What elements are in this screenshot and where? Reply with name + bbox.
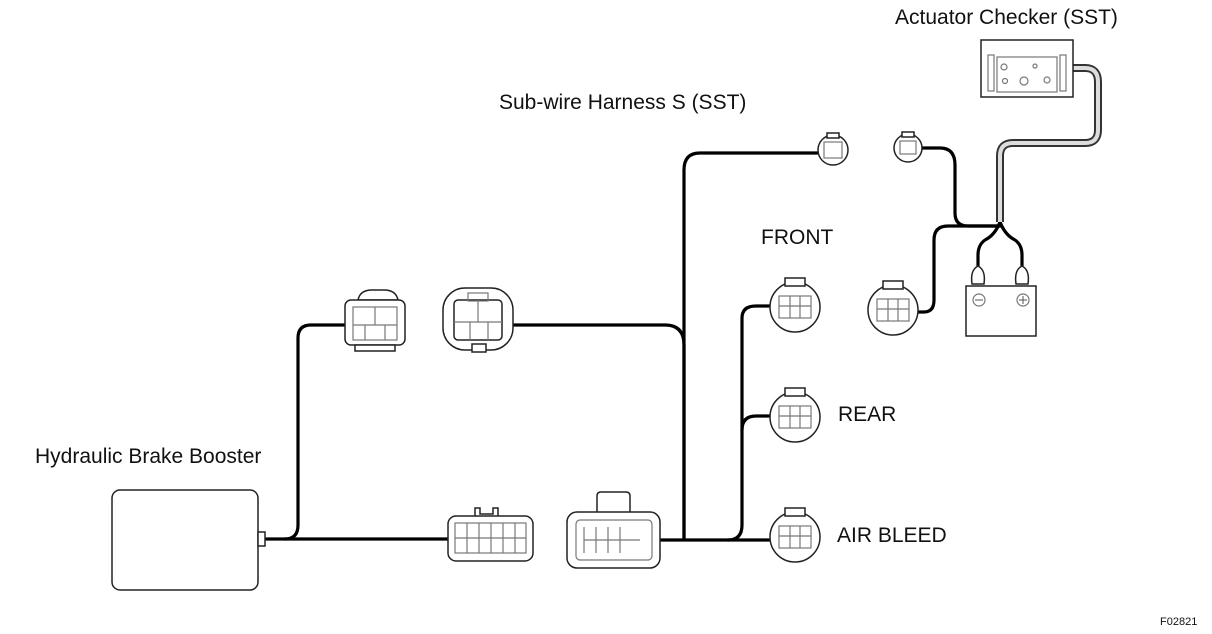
battery — [965, 265, 1037, 337]
wire-battery-connector — [910, 224, 1002, 314]
hydraulic-brake-booster — [111, 489, 266, 591]
front-connector — [769, 277, 821, 333]
front-label: FRONT — [761, 226, 834, 249]
sub-harness-connector-a — [817, 132, 849, 166]
air-bleed-connector — [769, 507, 821, 563]
connector-multi-pin-large — [566, 491, 661, 569]
wire-battery-negative — [976, 220, 1002, 272]
sub-wire-harness-label: Sub-wire Harness S (SST) — [499, 91, 747, 114]
figure-code: F02821 — [1160, 616, 1198, 628]
actuator-checker-device — [980, 39, 1074, 98]
air-bleed-label: AIR BLEED — [837, 524, 947, 547]
connector-multi-pin-small — [447, 507, 534, 562]
wire-sub-harness-right — [920, 146, 1002, 228]
wire-branch-to-top-left-connector — [283, 323, 347, 541]
wire-trunk-to-sub-harness — [682, 151, 820, 541]
wire-branch-rear — [740, 414, 772, 432]
connector-4pin-female — [442, 287, 514, 353]
hydraulic-brake-booster-label: Hydraulic Brake Booster — [35, 445, 262, 468]
connector-4pin-male — [344, 289, 406, 352]
wire-battery-positive — [998, 220, 1024, 272]
battery-negative-icon — [972, 293, 986, 307]
battery-side-connector — [867, 280, 919, 336]
battery-positive-icon — [1016, 293, 1030, 307]
sub-harness-connector-b — [893, 131, 923, 163]
actuator-checker-label: Actuator Checker (SST) — [895, 6, 1118, 29]
rear-connector — [769, 387, 821, 443]
rear-label: REAR — [838, 403, 897, 426]
wire-branch-front — [726, 304, 772, 542]
